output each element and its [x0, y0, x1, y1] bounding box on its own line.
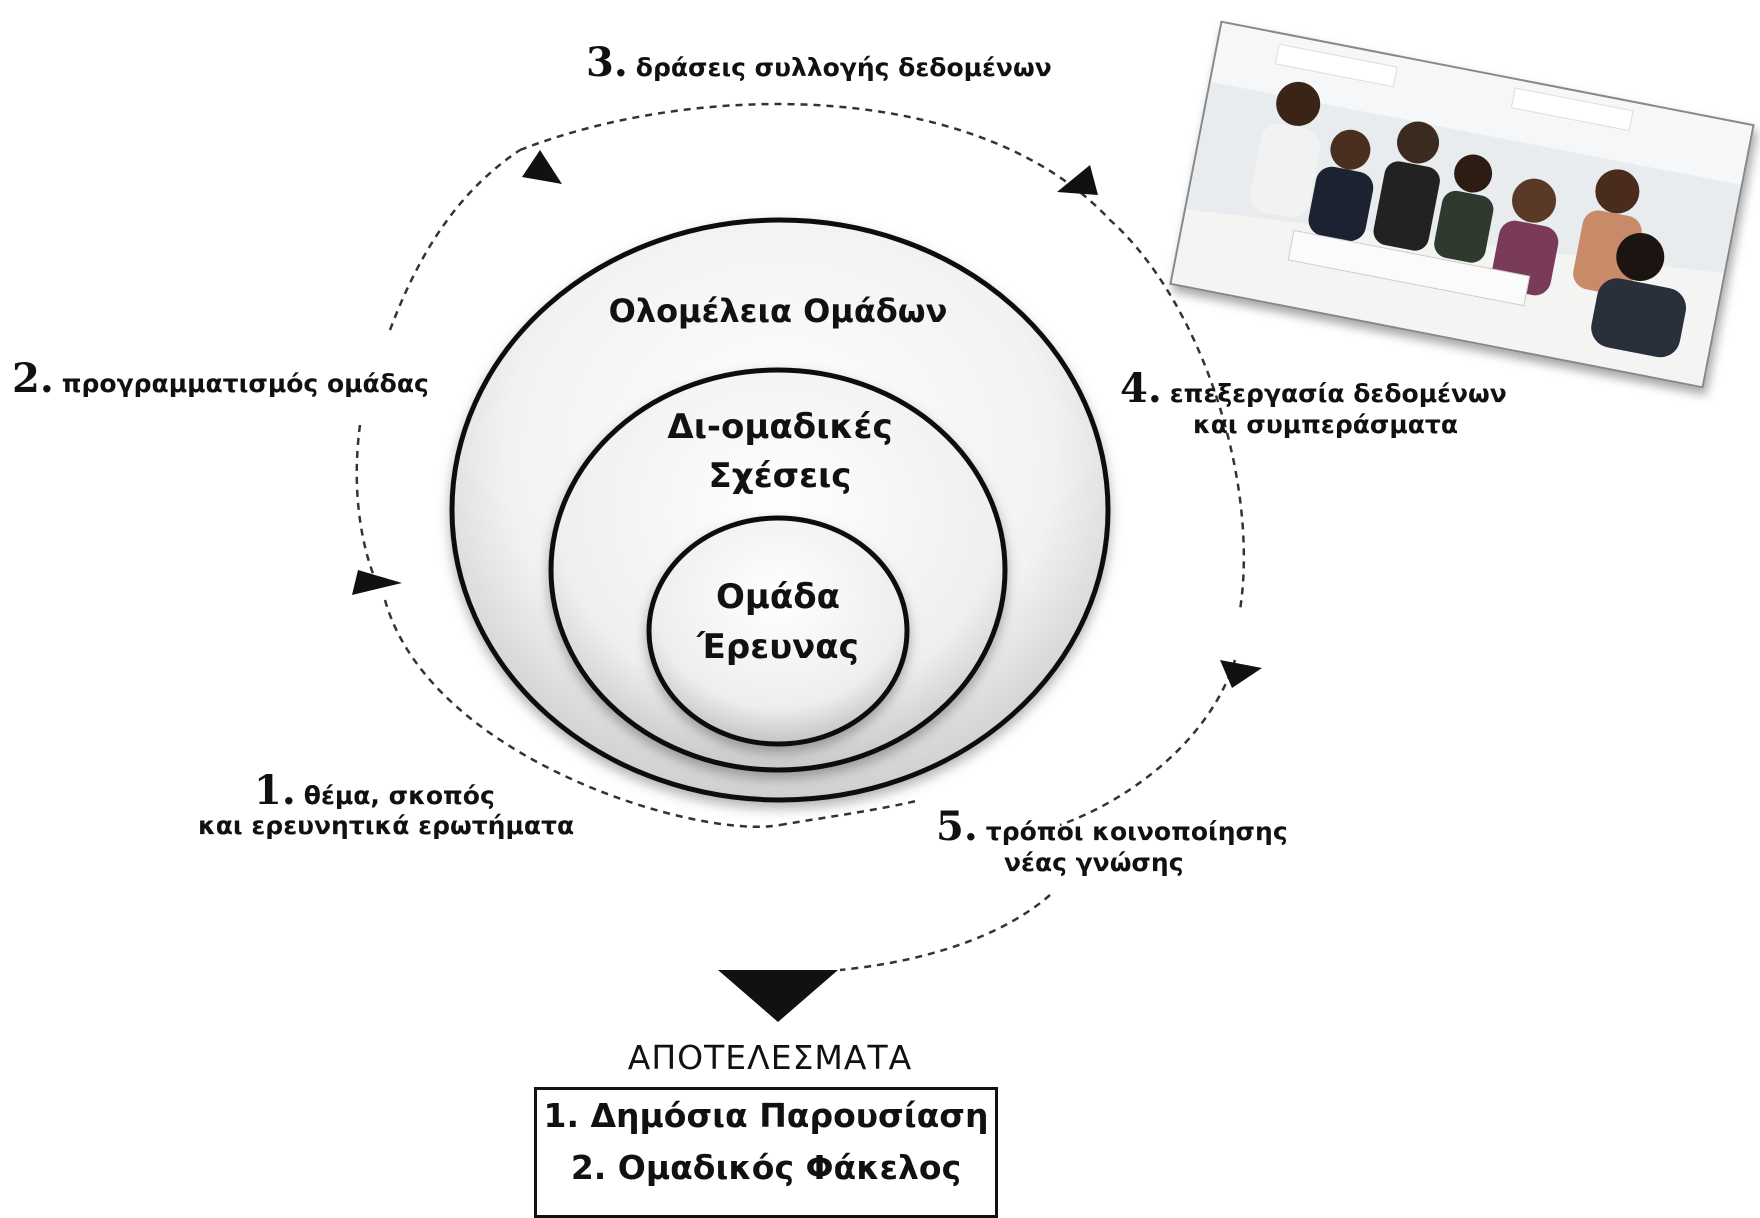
step-3-label: 3.δράσεις συλλογής δεδομένων	[586, 36, 1052, 90]
step-1-text-line2: και ερευνητικά ερωτήματα	[198, 811, 575, 840]
step-5-number: 5.	[936, 803, 978, 850]
step-3-text: δράσεις συλλογής δεδομένων	[635, 53, 1052, 82]
cycle-arrow-1	[522, 150, 562, 184]
results-title: ΑΠΟΤΕΛΕΣΜΑΤΑ	[627, 1038, 913, 1077]
outer-circle-label: Ολομέλεια Ομάδων	[609, 292, 948, 330]
step-2-number: 2.	[12, 355, 54, 402]
step-2-label: 2.προγραμματισμός ομάδας	[12, 352, 429, 406]
cycle-arrow-4	[352, 570, 402, 595]
step-1-label: 1.θέμα, σκοπός	[254, 764, 495, 818]
students-photo	[1169, 20, 1755, 389]
results-item-1: 1. Δημόσια Παρουσίαση	[543, 1096, 989, 1135]
inner-circle-label-line1: Ομάδα	[716, 577, 840, 617]
students-group-photo-icon	[1171, 22, 1753, 387]
results-arrow	[718, 970, 838, 1022]
cycle-arrow-2	[1057, 165, 1098, 195]
step-2-text: προγραμματισμός ομάδας	[61, 369, 429, 398]
cycle-arrow-3	[1220, 660, 1262, 688]
step-4-number: 4.	[1120, 365, 1162, 412]
step-4-text-line2: και συμπεράσματα	[1193, 410, 1459, 439]
step-1-text-line1: θέμα, σκοπός	[303, 781, 495, 810]
results-item-2: 2. Ομαδικός Φάκελος	[570, 1148, 962, 1187]
middle-circle-label-line2: Σχέσεις	[709, 456, 852, 496]
step-4-text-line1: επεξεργασία δεδομένων	[1169, 379, 1507, 408]
step-3-number: 3.	[586, 39, 628, 86]
inner-circle-label-line2: Έρευνας	[696, 627, 859, 667]
inner-circle	[646, 515, 910, 747]
step-5-text-line1: τρόποι κοινοποίησης	[985, 817, 1288, 846]
middle-circle-label-line1: Δι-ομαδικές	[667, 407, 892, 447]
step-5-label: 5.τρόποι κοινοποίησης	[936, 800, 1288, 854]
step-1-number: 1.	[254, 767, 296, 814]
step-4-label: 4.επεξεργασία δεδομένων	[1120, 362, 1507, 416]
results-box: 1. Δημόσια Παρουσίαση 2. Ομαδικός Φάκελο…	[534, 1087, 998, 1218]
step-5-text-line2: νέας γνώσης	[1004, 848, 1184, 877]
cycle-path	[355, 102, 1246, 972]
